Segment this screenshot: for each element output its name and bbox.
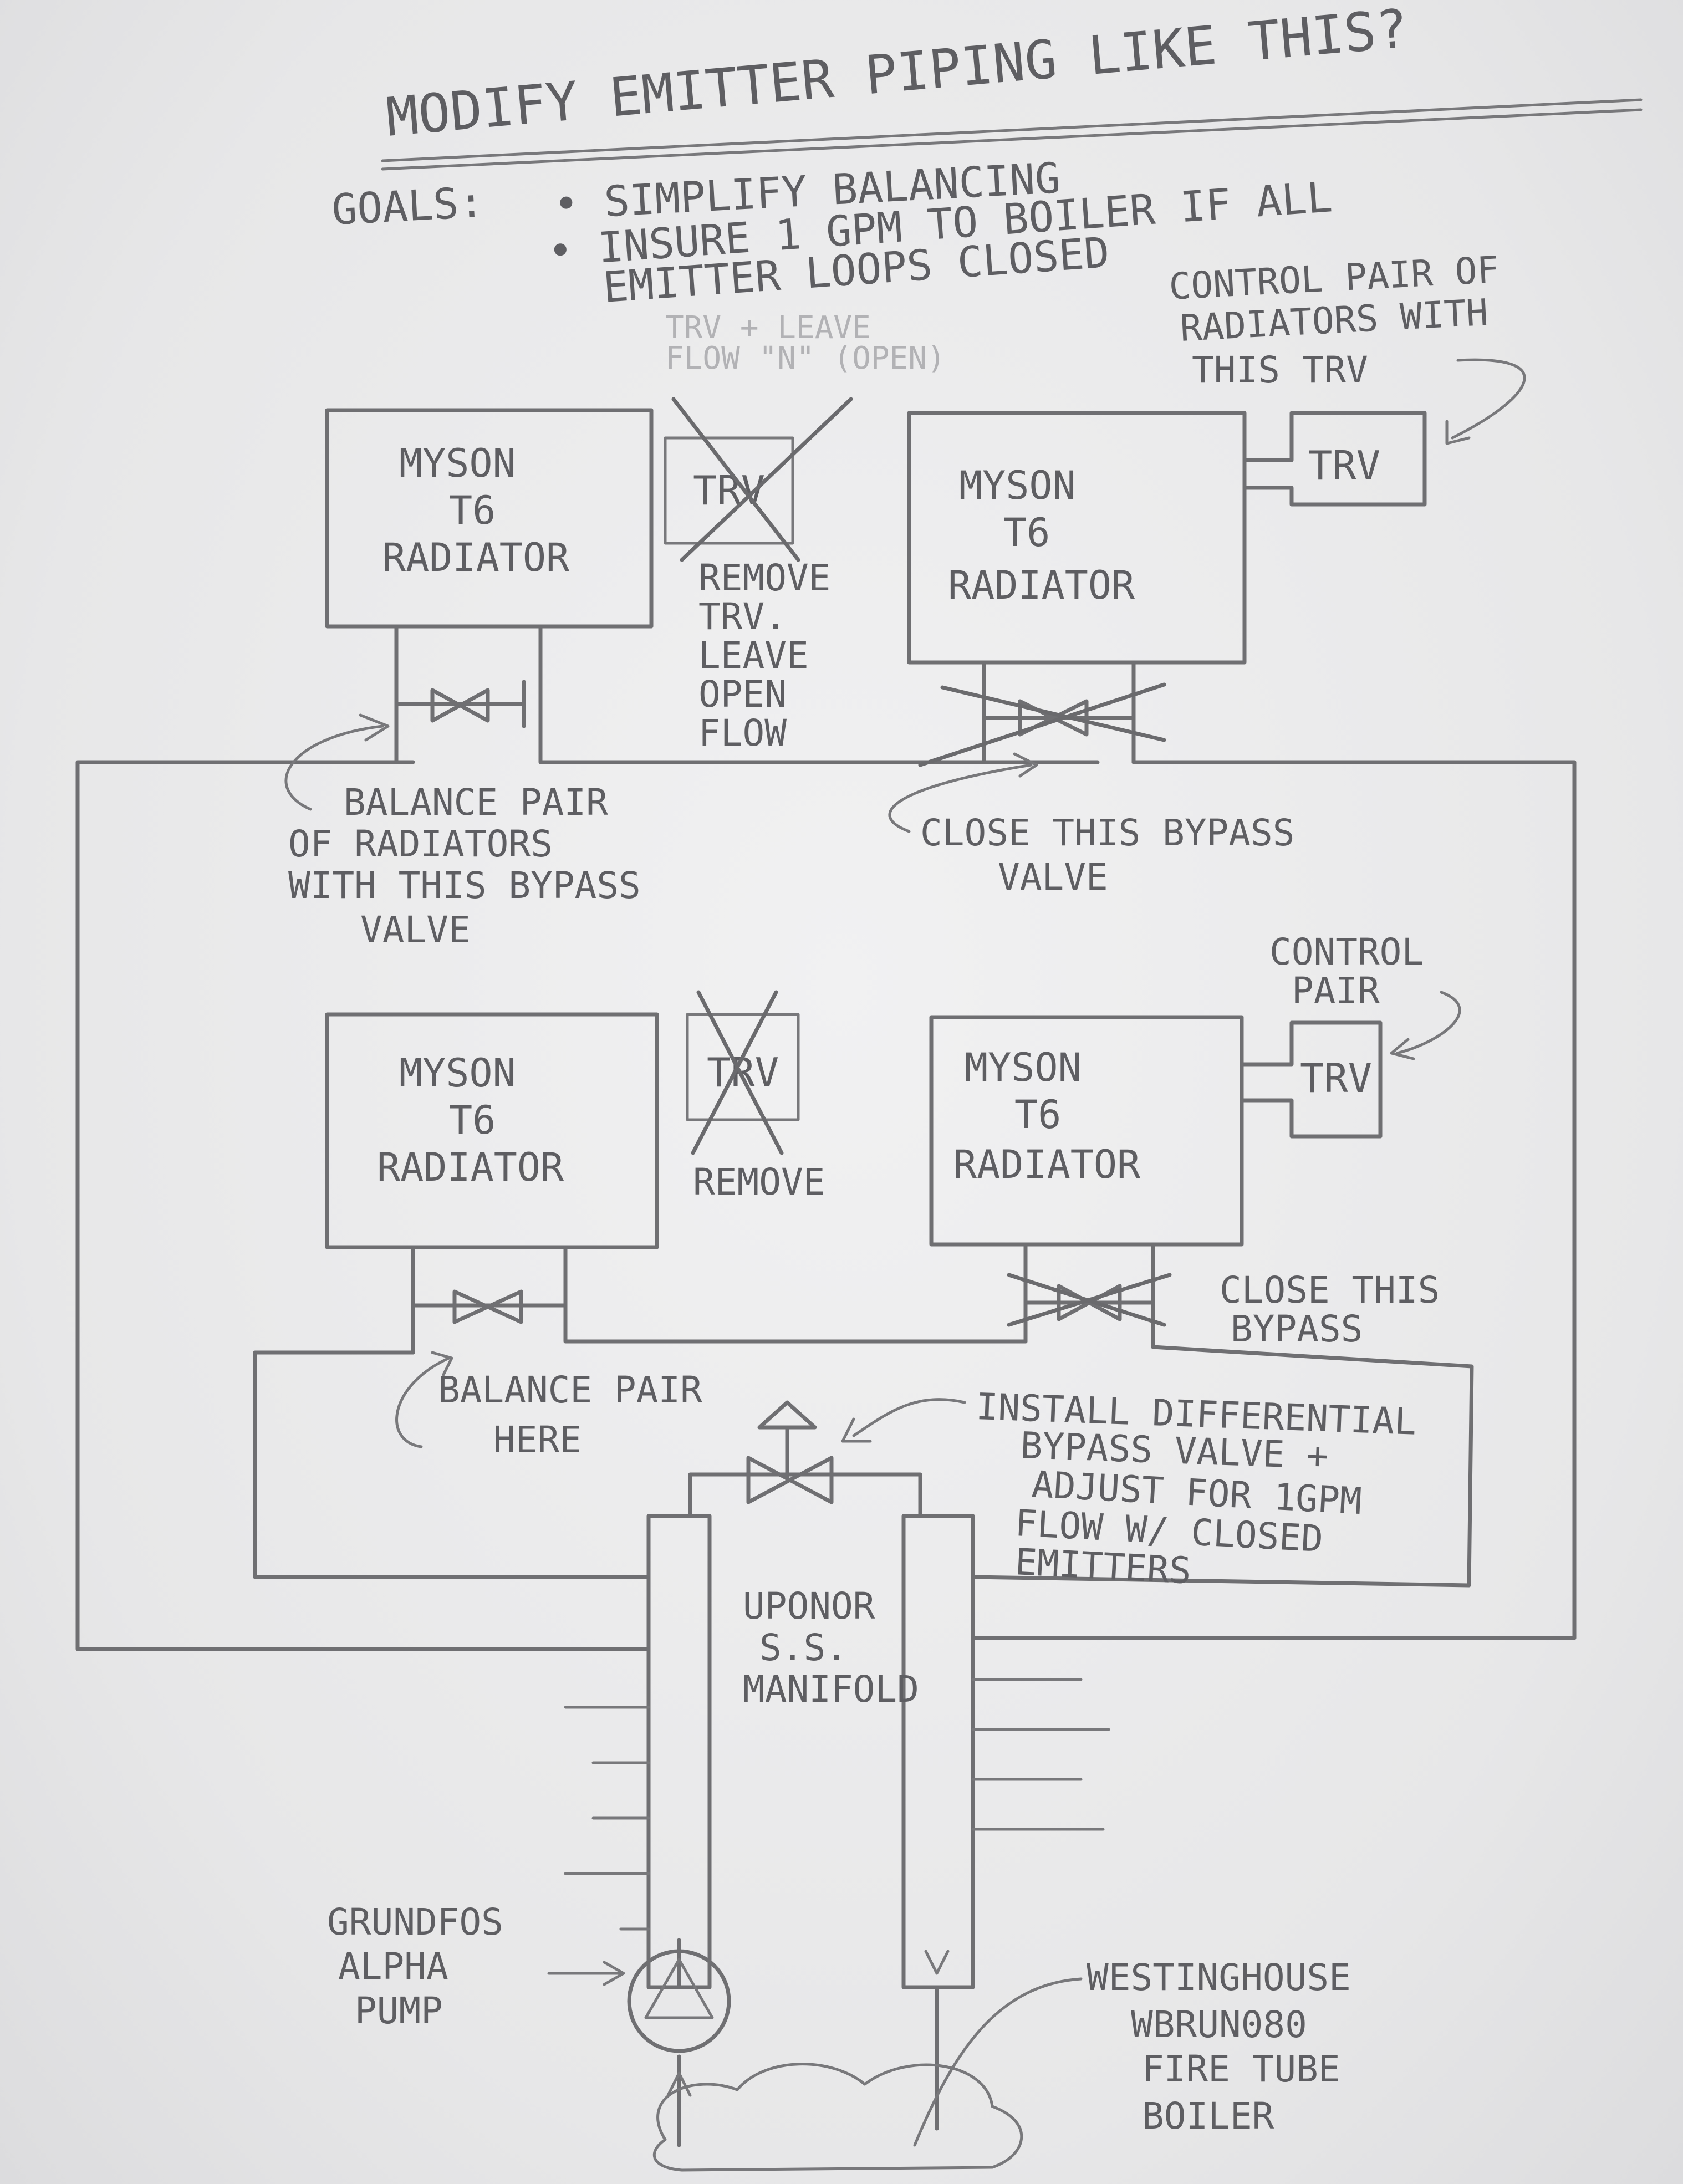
note-balance-top-4: VALVE <box>360 909 471 951</box>
diagram-title: MODIFY EMITTER PIPING LIKE THIS? <box>384 0 1410 149</box>
note-remove-trv-2: TRV. <box>698 595 787 638</box>
note-remove-trv-1: REMOVE <box>698 557 830 599</box>
note-control-pair-bottom-2: PAIR <box>1292 969 1380 1012</box>
manifold-loop-stubs-right <box>971 1678 1110 1831</box>
note-balance-top-2: OF RADIATORS <box>288 823 553 865</box>
arrow-control-pair-top <box>1445 358 1526 445</box>
arrow-control-pair-bottom <box>1390 991 1461 1060</box>
note-balance-bottom-1: BALANCE PAIR <box>438 1369 702 1411</box>
trv-top-right-body <box>1242 411 1427 507</box>
radiator-top-left <box>325 408 654 629</box>
removed-trv-bottom-x <box>691 990 784 1155</box>
note-remove-trv-5: FLOW <box>698 712 787 754</box>
note-close-bypass-bottom-1: CLOSE THIS <box>1220 1269 1440 1312</box>
rad-bl-return-pipe <box>563 1245 1028 1344</box>
arrow-balance-top <box>284 713 390 811</box>
note-install-dbv-5: EMITTERS <box>1014 1540 1192 1593</box>
arrow-pump <box>547 1961 625 1986</box>
manifold-supply-bar <box>646 1514 712 1989</box>
removed-trv-top <box>664 436 794 545</box>
balance-valve-top <box>394 680 526 728</box>
note-remove-trv-4: OPEN <box>698 673 787 716</box>
title-underline-2 <box>381 108 1643 171</box>
remove-note-bottom: REMOVE <box>693 1161 825 1203</box>
closed-bypass-x-top <box>918 682 1166 767</box>
manifold-loop-stubs-left <box>564 1706 650 1931</box>
radiator-top-left-label-2: T6 <box>449 488 496 533</box>
arrow-close-bypass-top <box>888 752 1038 833</box>
manifold-label-2: S.S. <box>759 1626 848 1669</box>
radiator-top-right-label-1: MYSON <box>959 463 1076 508</box>
radiator-bottom-right-label-3: RADIATOR <box>953 1142 1141 1187</box>
radiator-top-right-label-2: T6 <box>1003 510 1050 555</box>
title-underline <box>381 98 1643 162</box>
radiator-bottom-left <box>325 1012 659 1249</box>
note-remove-trv-3: LEAVE <box>698 634 809 677</box>
note-boiler-3: FIRE TUBE <box>1142 2048 1340 2090</box>
manifold-return-bar <box>901 1514 975 1989</box>
erased-note-2: FLOW "N" (OPEN) <box>665 340 946 376</box>
note-control-pair-top-3: THIS TRV <box>1192 349 1368 391</box>
radiator-top-left-label-3: RADIATOR <box>382 535 570 580</box>
outer-loop-pipe-right <box>971 760 1577 1640</box>
radiator-top-right-label-3: RADIATOR <box>948 563 1135 608</box>
erased-note-1: TRV + LEAVE <box>665 310 871 346</box>
radiator-top-left-label-1: MYSON <box>399 441 516 486</box>
note-balance-top-1: BALANCE PAIR <box>344 781 608 824</box>
trv-bottom-right-label: TRV <box>1300 1055 1372 1101</box>
removed-trv-top-x <box>671 397 853 562</box>
inner-loop-pipe-right <box>971 1345 1474 1588</box>
rad-tl-return-pipe <box>538 624 1100 764</box>
manifold-label-1: UPONOR <box>743 1585 875 1627</box>
arrow-boiler <box>913 1977 1083 2147</box>
note-control-pair-bottom-1: CONTROL <box>1269 931 1424 973</box>
radiator-bottom-right <box>929 1015 1244 1247</box>
note-close-bypass-bottom-2: BYPASS <box>1231 1308 1363 1350</box>
goals-label: GOALS: <box>330 177 485 234</box>
arrow-balance-bottom <box>395 1351 453 1448</box>
trv-bottom-right-body <box>1240 1020 1383 1139</box>
radiator-bottom-right-label-2: T6 <box>1014 1092 1061 1137</box>
flow-arrow-return <box>924 1950 950 1975</box>
note-pump-2: ALPHA <box>338 1945 448 1988</box>
note-boiler-4: BOILER <box>1142 2095 1274 2137</box>
note-boiler-2: WBRUN080 <box>1131 2003 1307 2046</box>
note-close-bypass-top-2: VALVE <box>998 856 1108 899</box>
manifold-label-3: MANIFOLD <box>743 1668 919 1711</box>
differential-bypass-valve <box>688 1400 922 1518</box>
grundfos-pump <box>627 1949 731 2053</box>
radiator-top-right <box>907 411 1247 665</box>
inner-loop-pipe <box>253 1350 651 1579</box>
radiator-bottom-left-label-2: T6 <box>449 1098 496 1143</box>
radiator-bottom-right-label-1: MYSON <box>965 1045 1082 1090</box>
note-balance-top-3: WITH THIS BYPASS <box>288 864 641 907</box>
removed-trv-bottom <box>686 1013 800 1121</box>
note-boiler-1: WESTINGHOUSE <box>1087 1956 1351 1999</box>
note-balance-bottom-2: HERE <box>493 1418 582 1461</box>
trv-top-right-label: TRV <box>1308 442 1380 489</box>
note-pump-1: GRUNDFOS <box>327 1901 503 1943</box>
note-close-bypass-top-1: CLOSE THIS BYPASS <box>920 812 1295 854</box>
closed-bypass-x-bottom <box>1007 1273 1172 1327</box>
boiler-cloud <box>652 2063 1023 2172</box>
radiator-bottom-left-label-3: RADIATOR <box>377 1145 564 1190</box>
balance-valve-bottom <box>411 1281 568 1330</box>
note-pump-3: PUMP <box>355 1989 443 2032</box>
outer-loop-pipe <box>75 760 651 1651</box>
radiator-bottom-left-label-1: MYSON <box>399 1050 516 1096</box>
pump-triangle-icon <box>644 1958 714 2019</box>
arrow-install-dbv <box>841 1398 966 1443</box>
